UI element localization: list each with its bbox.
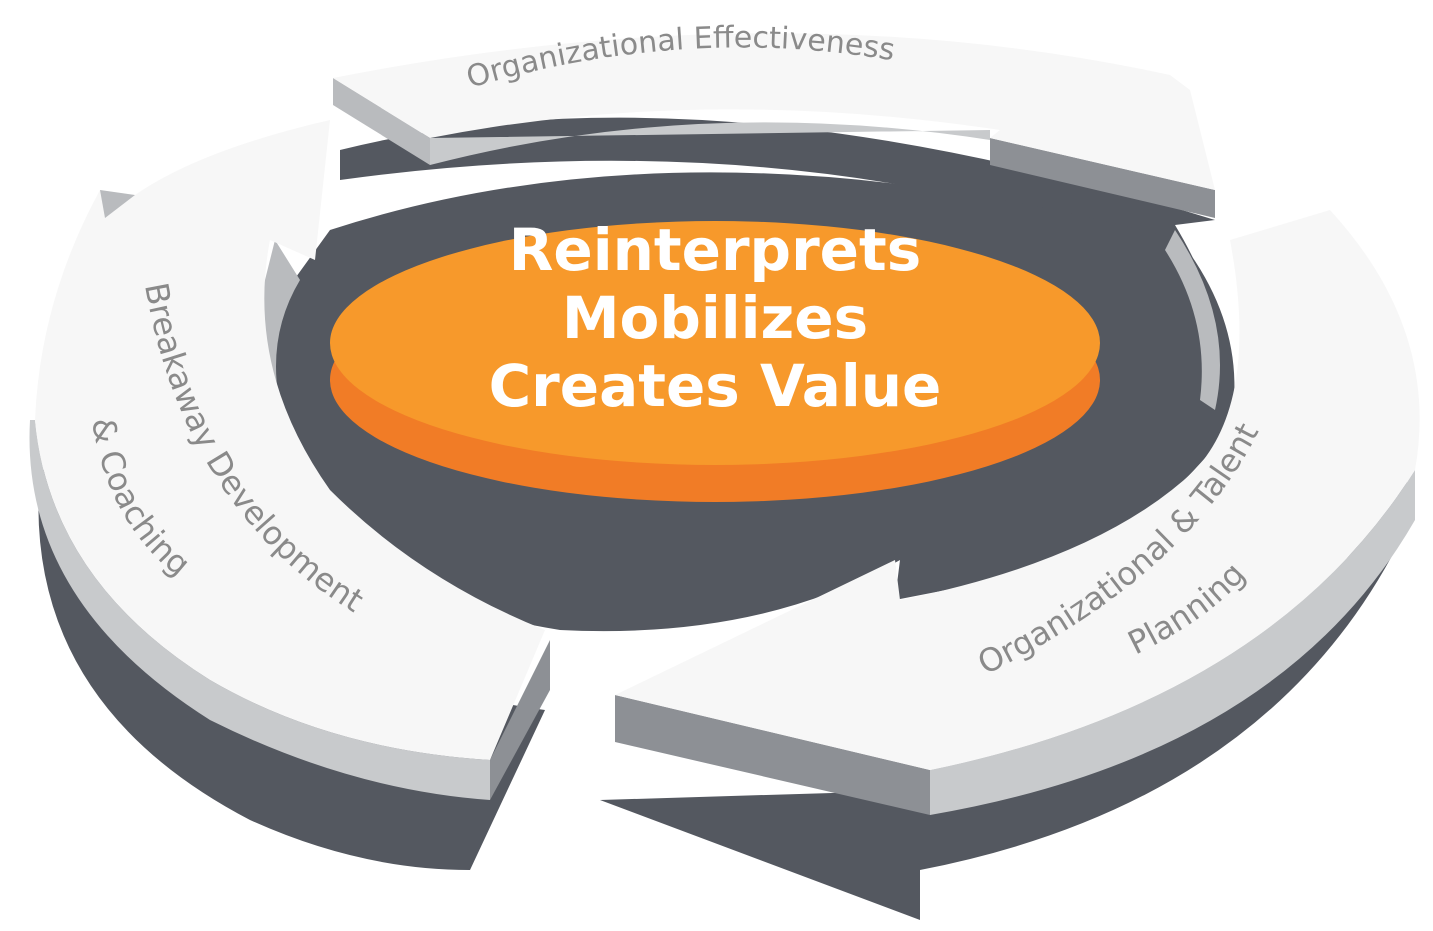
arrow-organizational-effectiveness [333,33,1215,218]
arrow-right-side [615,695,930,815]
ring-shadow-top [340,117,1216,350]
arrow-top-side [333,78,430,165]
inner-ring-edge-right [1165,230,1220,410]
arrow-organizational-talent-planning [615,210,1420,815]
arrow-top-side-2 [430,122,990,165]
disc-top [330,221,1100,465]
arrow-top-head-side [990,138,1215,218]
arrow-left-head-side [490,640,550,800]
arrow-right-face [615,210,1420,770]
arrow-left-side [29,420,490,800]
ring-shadow-right [600,460,1410,920]
center-line-2: Mobilizes [562,284,868,352]
center-disc: Reinterprets Mobilizes Creates Value [330,216,1100,502]
center-line-3: Creates Value [489,352,942,420]
center-line-1: Reinterprets [509,216,922,284]
arrow-left-face [35,120,545,760]
arrow-top-face [333,33,1215,190]
arrow-left-tail-tip [100,190,135,218]
arrow-right-side-2 [930,470,1415,815]
arrow-breakaway-development [29,120,550,800]
